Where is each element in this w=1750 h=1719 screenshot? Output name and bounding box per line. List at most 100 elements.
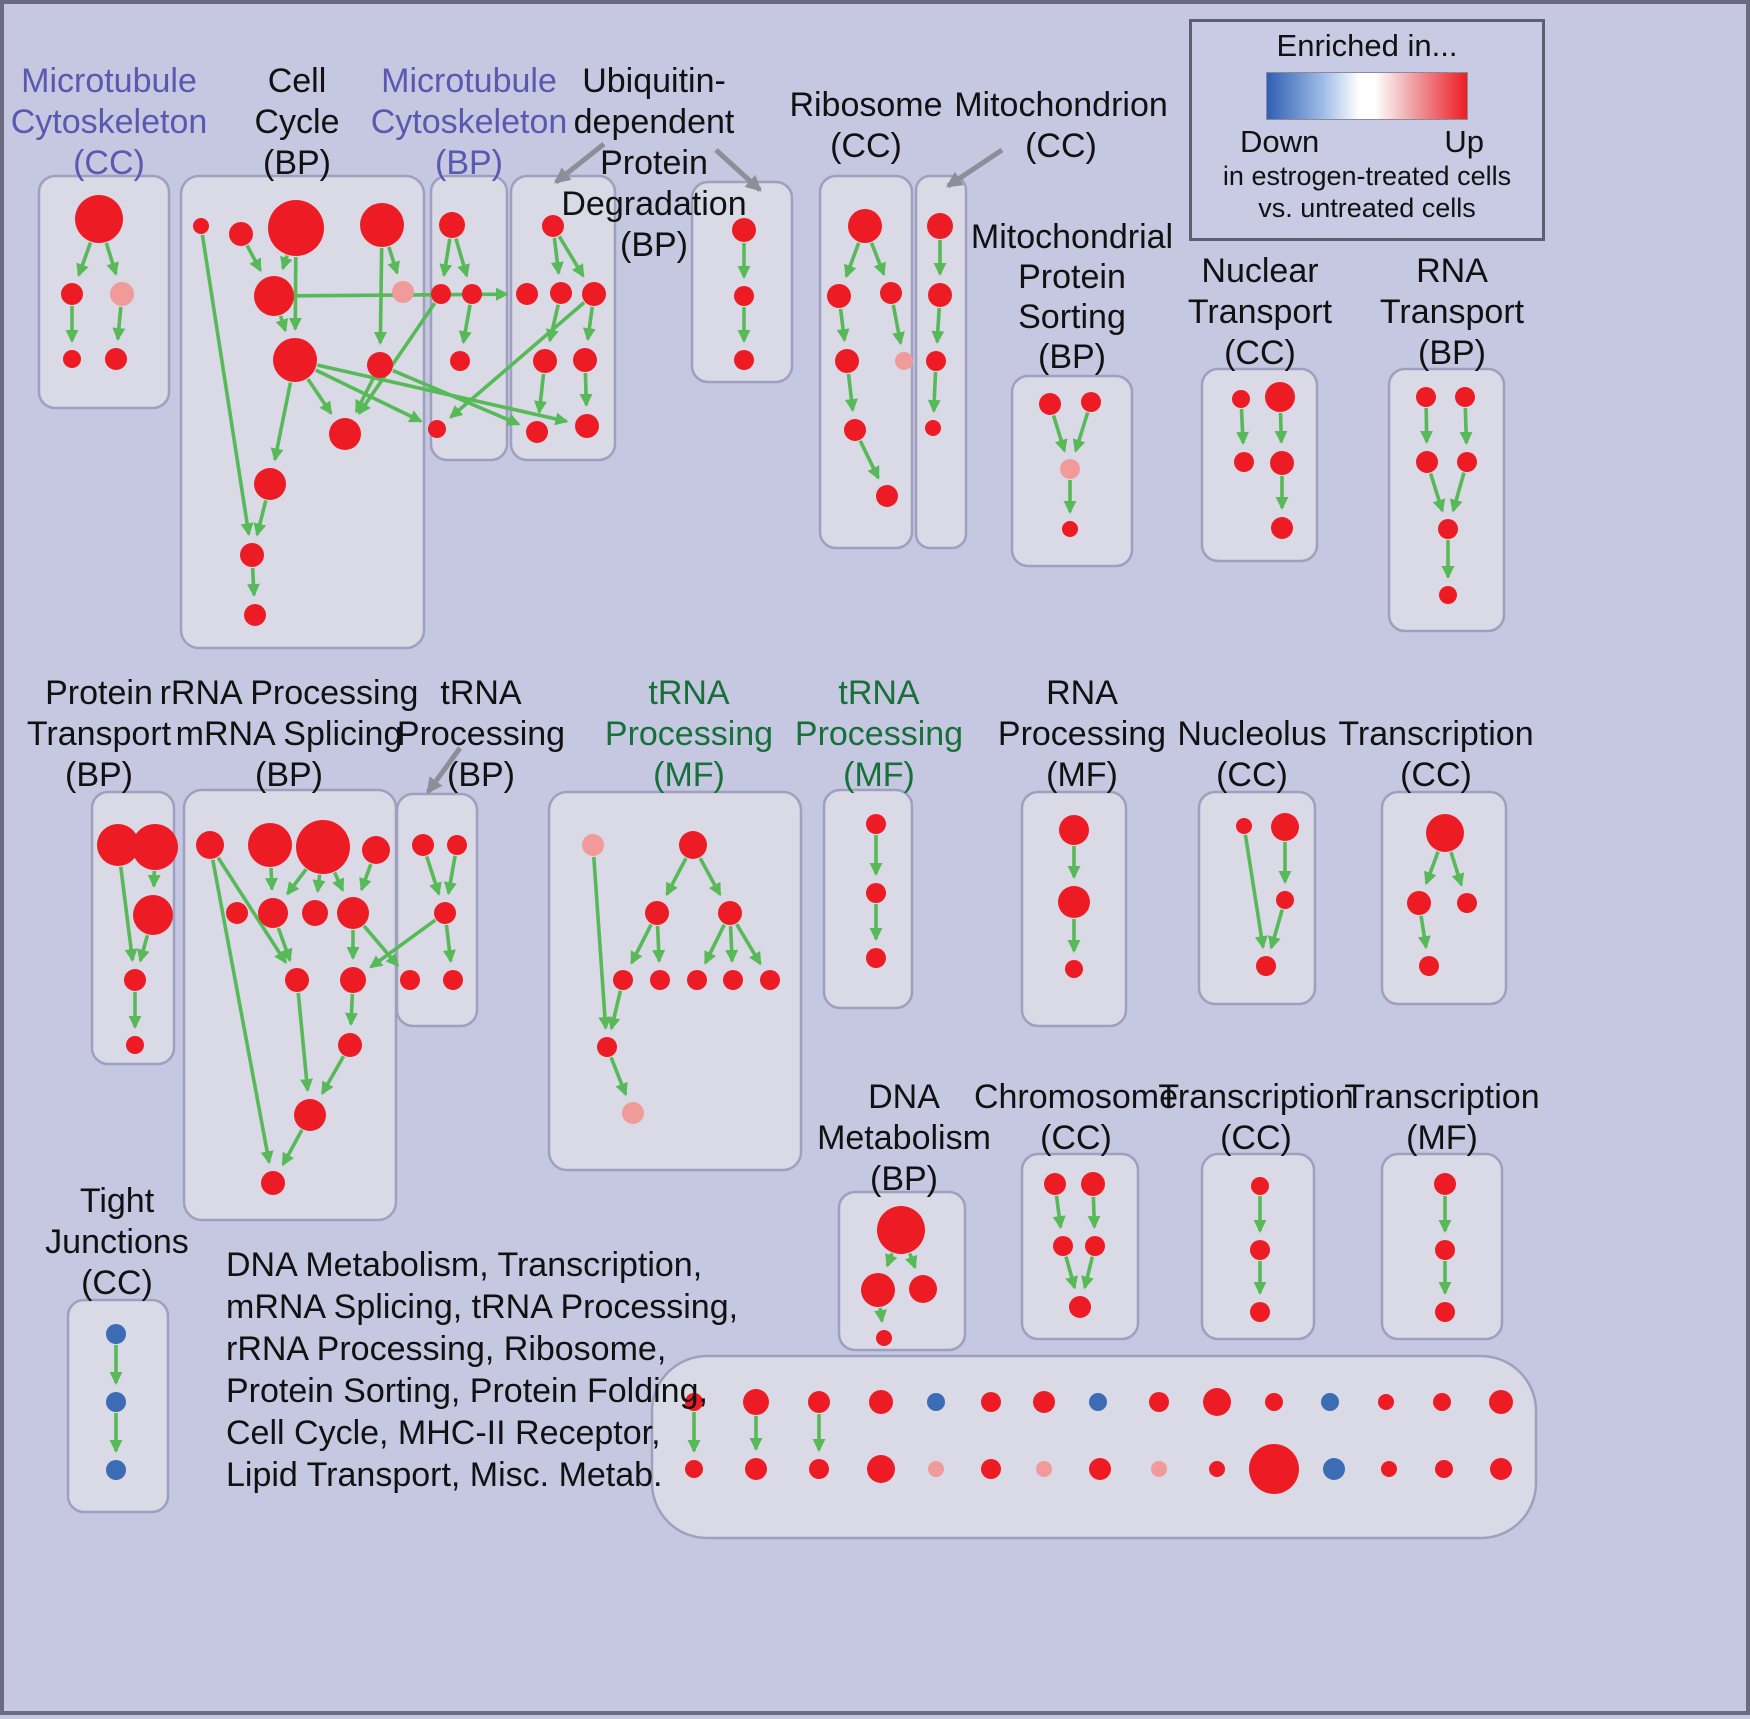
go-node-rp3 bbox=[1065, 960, 1083, 978]
go-node-ts2 bbox=[866, 883, 886, 903]
go-node-pt4 bbox=[124, 969, 146, 991]
group-box-misc-metabolism-strip bbox=[652, 1356, 1536, 1538]
go-node-ch1 bbox=[1044, 1173, 1066, 1195]
go-node-rb4 bbox=[835, 349, 859, 373]
label-nucleolus-cc: Nucleolus(CC) bbox=[1177, 715, 1326, 794]
legend-subtitle-2: vs. untreated cells bbox=[1192, 192, 1542, 224]
go-node-v3 bbox=[1435, 1302, 1455, 1322]
go-node-cc1 bbox=[193, 218, 209, 234]
go-node-s6 bbox=[981, 1392, 1001, 1412]
go-node-tm6 bbox=[650, 970, 670, 990]
go-node-ub2 bbox=[516, 283, 538, 305]
go-node-s9 bbox=[1149, 1392, 1169, 1412]
go-edge-rt2-rt4 bbox=[1465, 408, 1466, 443]
go-node-q12 bbox=[1323, 1458, 1345, 1480]
go-node-cc6 bbox=[392, 281, 414, 303]
go-node-pt5 bbox=[126, 1036, 144, 1054]
label-pointer-arrow-3 bbox=[948, 150, 1002, 186]
go-node-v2 bbox=[1435, 1240, 1455, 1260]
go-node-mc2 bbox=[61, 283, 83, 305]
go-node-pt2 bbox=[132, 824, 178, 870]
go-node-ch5 bbox=[1069, 1296, 1091, 1318]
go-node-rt4 bbox=[1457, 452, 1477, 472]
legend-down-label: Down bbox=[1240, 124, 1319, 160]
go-node-q15 bbox=[1490, 1458, 1512, 1480]
go-node-q10 bbox=[1209, 1461, 1225, 1477]
go-node-tc3 bbox=[1457, 893, 1477, 913]
go-edge-rr10-rr11 bbox=[351, 994, 352, 1024]
go-node-q1 bbox=[685, 1460, 703, 1478]
go-node-rb6 bbox=[844, 419, 866, 441]
go-node-s4 bbox=[869, 1390, 893, 1414]
go-node-nu4 bbox=[1256, 956, 1276, 976]
go-node-tm9 bbox=[760, 970, 780, 990]
go-node-mt3 bbox=[926, 351, 946, 371]
label-transcription-cc: Transcription(CC) bbox=[1338, 715, 1533, 794]
group-box-nuclear-transport-cc bbox=[1202, 369, 1317, 561]
go-node-nt4 bbox=[1270, 451, 1294, 475]
legend-title: Enriched in... bbox=[1192, 28, 1542, 64]
go-node-rt2 bbox=[1455, 387, 1475, 407]
go-node-rt5 bbox=[1438, 519, 1458, 539]
go-node-nu2 bbox=[1271, 813, 1299, 841]
go-node-cc5 bbox=[254, 276, 294, 316]
go-node-cc11 bbox=[240, 543, 264, 567]
go-node-nu3 bbox=[1276, 891, 1294, 909]
label-transcription-cc-2: Transcription(CC) bbox=[1158, 1078, 1353, 1157]
go-node-rt3 bbox=[1416, 451, 1438, 473]
go-node-nt2 bbox=[1265, 382, 1295, 412]
go-node-mb1 bbox=[439, 212, 465, 238]
go-edge-dm2-dm4 bbox=[880, 1308, 882, 1321]
go-node-ub7 bbox=[526, 421, 548, 443]
go-node-mc5 bbox=[105, 348, 127, 370]
go-node-ts1 bbox=[866, 814, 886, 834]
go-node-q8 bbox=[1089, 1458, 1111, 1480]
go-node-mp2 bbox=[1081, 392, 1101, 412]
go-node-rr4 bbox=[362, 836, 390, 864]
go-node-s15 bbox=[1489, 1390, 1513, 1414]
go-node-mp3 bbox=[1060, 459, 1080, 479]
go-node-dm2 bbox=[861, 1273, 895, 1307]
label-chromosome-cc: Chromosome(CC) bbox=[974, 1078, 1178, 1157]
go-node-tj1 bbox=[106, 1324, 126, 1344]
go-node-s7 bbox=[1033, 1391, 1055, 1413]
go-node-tm1 bbox=[582, 834, 604, 856]
go-node-tj2 bbox=[106, 1392, 126, 1412]
legend-gradient-bar bbox=[1266, 72, 1468, 120]
go-node-cc3 bbox=[268, 200, 324, 256]
misc-groups-caption: DNA Metabolism, Transcription,mRNA Splic… bbox=[226, 1246, 738, 1494]
go-node-rr8 bbox=[337, 897, 369, 929]
go-node-ub3 bbox=[550, 282, 572, 304]
go-node-u1 bbox=[1251, 1177, 1269, 1195]
go-node-mb2 bbox=[431, 284, 451, 304]
go-node-dm4 bbox=[876, 1330, 892, 1346]
go-edge-ub6-ub8 bbox=[585, 373, 586, 405]
go-node-tc4 bbox=[1419, 956, 1439, 976]
go-node-ts3 bbox=[866, 948, 886, 968]
go-edge-mt3-mt4 bbox=[934, 372, 936, 411]
label-ribosome-cc: Ribosome(CC) bbox=[789, 86, 942, 165]
go-node-mb3 bbox=[462, 284, 482, 304]
legend-down-up-row: Down Up bbox=[1192, 124, 1542, 160]
go-node-rr3 bbox=[296, 820, 350, 874]
go-node-dm1 bbox=[877, 1206, 925, 1254]
go-node-rp1 bbox=[1059, 815, 1089, 845]
go-node-q11 bbox=[1249, 1444, 1299, 1494]
go-edge-cc11-cc12 bbox=[253, 568, 254, 595]
go-node-mp1 bbox=[1039, 393, 1061, 415]
go-node-nu1 bbox=[1236, 818, 1252, 834]
go-edge-tm4-tm8 bbox=[731, 926, 733, 961]
go-node-tc1 bbox=[1426, 814, 1464, 852]
go-edge-mt2-mt3 bbox=[937, 308, 939, 342]
go-node-rr7 bbox=[302, 900, 328, 926]
go-node-rr13 bbox=[261, 1171, 285, 1195]
go-node-q2 bbox=[745, 1458, 767, 1480]
go-edge-nt2-nt4 bbox=[1280, 413, 1281, 442]
go-node-cc9 bbox=[329, 418, 361, 450]
go-edge-cc3-cc7 bbox=[295, 257, 296, 329]
go-node-s5 bbox=[927, 1393, 945, 1411]
